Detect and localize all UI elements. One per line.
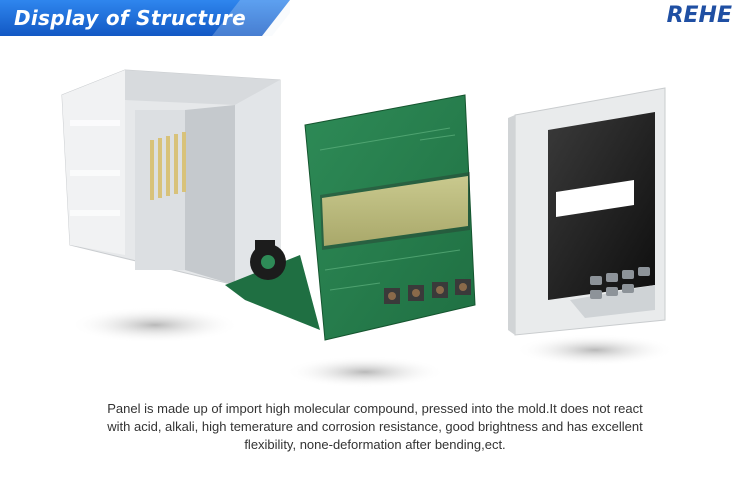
- description-line: with acid, alkali, high temerature and c…: [107, 419, 643, 434]
- brand-logo: REHE: [666, 3, 732, 28]
- circuit-board: [225, 94, 476, 341]
- current-transformer: [250, 240, 286, 280]
- description-line: flexibility, none-deformation after bend…: [244, 437, 506, 452]
- board-shadow: [285, 356, 445, 388]
- front-panel: [508, 87, 666, 336]
- pcb-traces: [319, 127, 461, 291]
- title-band: [0, 0, 290, 36]
- panel-label-strip: [556, 180, 634, 217]
- panel-shadow: [515, 334, 675, 366]
- page-title: Display of Structure: [14, 6, 246, 30]
- header-bar: Display of Structure REHE: [0, 0, 750, 36]
- housing-ribs: [70, 120, 120, 216]
- pcb-buttons: [384, 279, 471, 304]
- product-illustration: [61, 69, 675, 388]
- panel-keypad: [590, 267, 650, 299]
- description-text: Panel is made up of import high molecula…: [60, 400, 690, 454]
- housing: [61, 69, 281, 286]
- housing-terminals: [150, 132, 186, 200]
- housing-shadow: [70, 307, 240, 343]
- lcd-module: [322, 176, 468, 246]
- description-line: Panel is made up of import high molecula…: [107, 401, 643, 416]
